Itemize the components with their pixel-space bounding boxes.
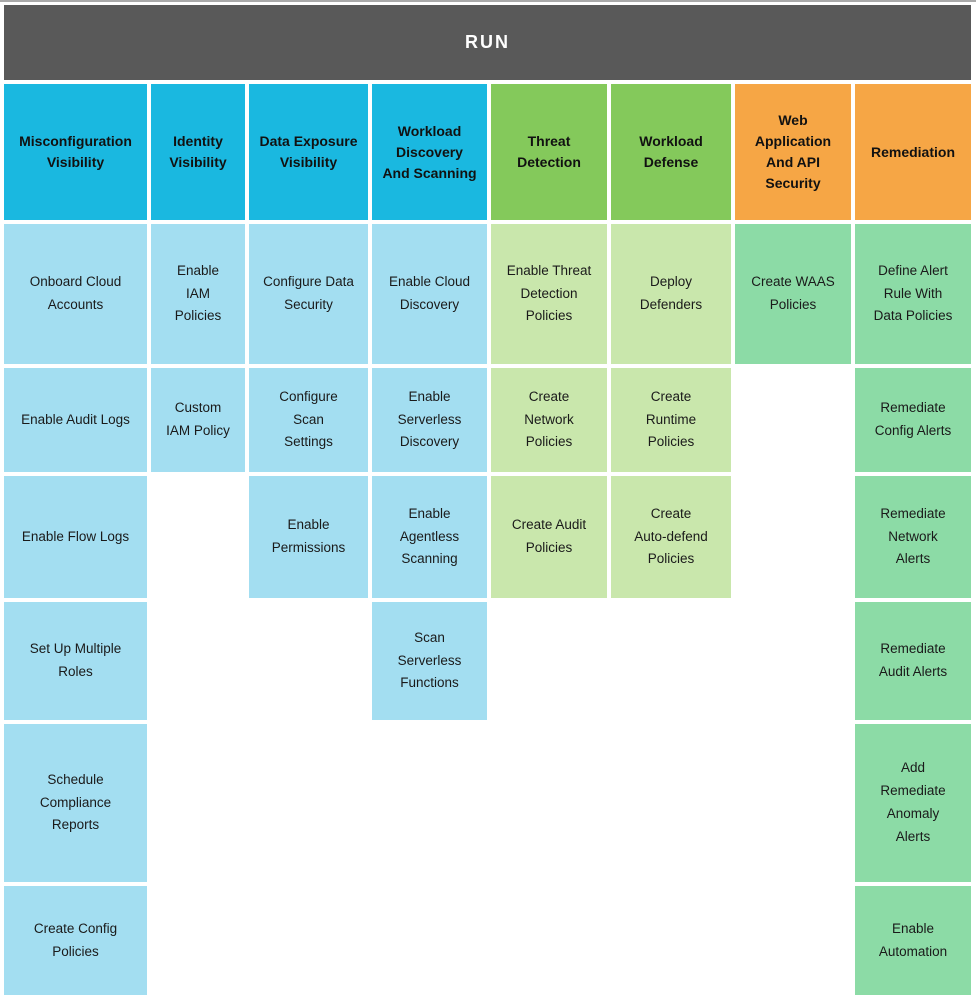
- task-cell-enable-automation: Enable Automation: [855, 886, 971, 995]
- column-header-identity-visibility: Identity Visibility: [151, 84, 245, 220]
- phase-title-bar: RUN: [4, 5, 971, 80]
- task-cell-remediate-network-alerts: Remediate Network Alerts: [855, 476, 971, 598]
- task-cell-create-network-policies: Create Network Policies: [491, 368, 607, 472]
- column-header-web-application-api-security: Web Application And API Security: [735, 84, 851, 220]
- task-cell-create-runtime-policies: Create Runtime Policies: [611, 368, 731, 472]
- task-cell-schedule-compliance-reports: Schedule Compliance Reports: [4, 724, 147, 882]
- task-cell-enable-permissions: Enable Permissions: [249, 476, 368, 598]
- task-cell-create-audit-policies: Create Audit Policies: [491, 476, 607, 598]
- task-cell-enable-agentless-scanning: Enable Agentless Scanning: [372, 476, 487, 598]
- task-cell-enable-cloud-discovery: Enable Cloud Discovery: [372, 224, 487, 364]
- column-header-workload-defense: Workload Defense: [611, 84, 731, 220]
- task-cell-set-up-multiple-roles: Set Up Multiple Roles: [4, 602, 147, 720]
- task-cell-custom-iam-policy: Custom IAM Policy: [151, 368, 245, 472]
- column-header-remediation: Remediation: [855, 84, 971, 220]
- column-header-threat-detection: Threat Detection: [491, 84, 607, 220]
- phase-title: RUN: [465, 32, 510, 52]
- task-cell-configure-data-security: Configure Data Security: [249, 224, 368, 364]
- task-cell-enable-flow-logs: Enable Flow Logs: [4, 476, 147, 598]
- task-cell-enable-serverless-discovery: Enable Serverless Discovery: [372, 368, 487, 472]
- task-cell-add-remediate-anomaly-alerts: Add Remediate Anomaly Alerts: [855, 724, 971, 882]
- task-cell-remediate-audit-alerts: Remediate Audit Alerts: [855, 602, 971, 720]
- task-cell-deploy-defenders: Deploy Defenders: [611, 224, 731, 364]
- task-cell-enable-audit-logs: Enable Audit Logs: [4, 368, 147, 472]
- task-cell-create-auto-defend-policies: Create Auto-defend Policies: [611, 476, 731, 598]
- task-cell-onboard-cloud-accounts: Onboard Cloud Accounts: [4, 224, 147, 364]
- task-cell-scan-serverless-functions: Scan Serverless Functions: [372, 602, 487, 720]
- task-cell-remediate-config-alerts: Remediate Config Alerts: [855, 368, 971, 472]
- task-cell-configure-scan-settings: Configure Scan Settings: [249, 368, 368, 472]
- task-cell-enable-iam-policies: Enable IAM Policies: [151, 224, 245, 364]
- task-cell-enable-threat-detection-policies: Enable Threat Detection Policies: [491, 224, 607, 364]
- column-header-misconfiguration-visibility: Misconfiguration Visibility: [4, 84, 147, 220]
- task-cell-create-waas-policies: Create WAAS Policies: [735, 224, 851, 364]
- task-cell-define-alert-rule-with-data-policies: Define Alert Rule With Data Policies: [855, 224, 971, 364]
- task-cell-create-config-policies: Create Config Policies: [4, 886, 147, 995]
- column-header-data-exposure-visibility: Data Exposure Visibility: [249, 84, 368, 220]
- column-header-workload-discovery-scanning: Workload Discovery And Scanning: [372, 84, 487, 220]
